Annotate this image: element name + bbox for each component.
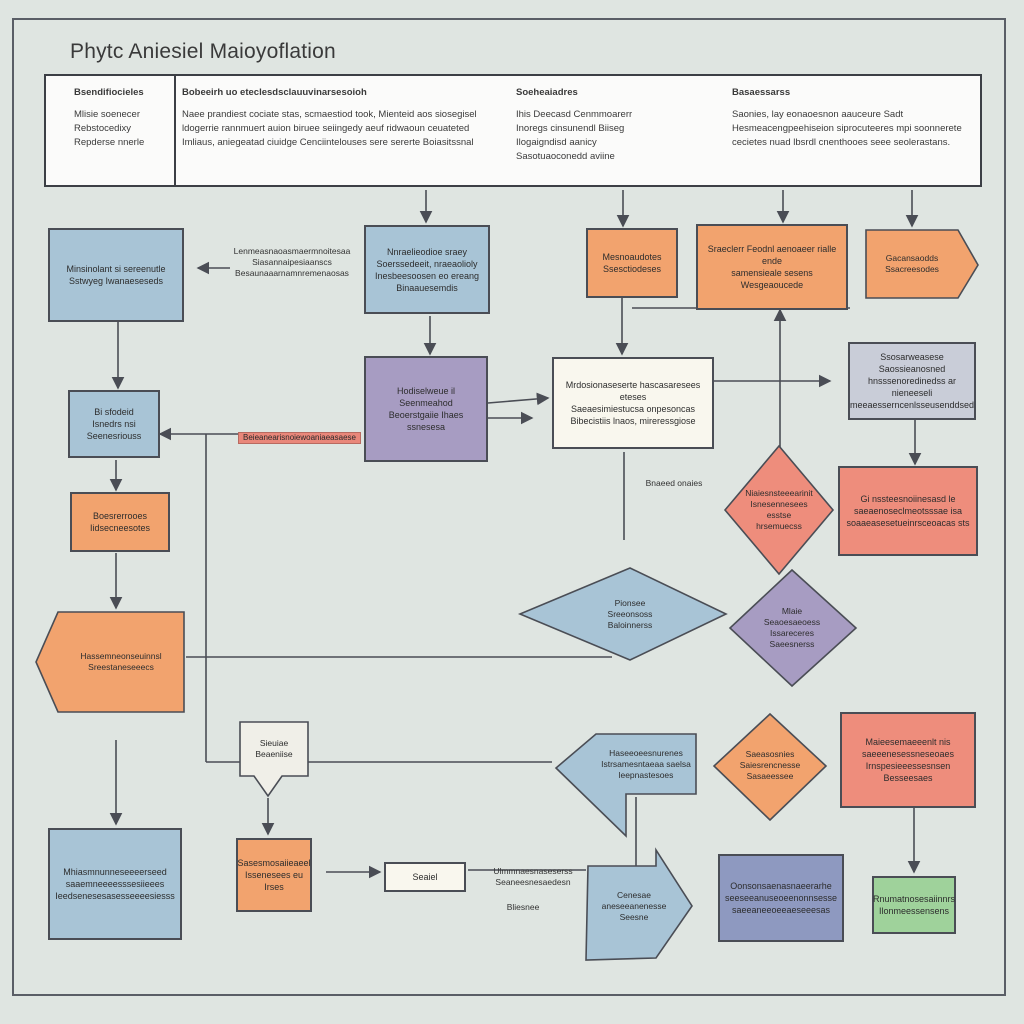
decision-label: Niaiesnsteeearinit Isnesennesees esstse … [745,488,813,531]
decision-diamond [712,712,828,822]
header-col-4: Basaessarss Saonies, lay eonaoesnon aauc… [732,76,976,185]
header-col-3-line: Sasotuaoconedd aviine [516,151,615,162]
connector-line [487,392,550,406]
decision-diamond [723,444,835,576]
header-divider [174,76,176,185]
process-node: Gi nssteesnoiinesasd le saeaenoseclmeots… [838,466,978,556]
header-col-2-heading: Bobeeirh uo eteclesdsclauuvinarsesoioh [182,87,367,98]
process-node-label: Haseeoeesnurenes Istrsamesntaeaa saelsa … [601,747,691,780]
process-node: Rnumatnosesaiinnrs Ilonmeessensens [872,876,956,934]
header-col-1-heading: Bsendifiocieles [74,87,144,98]
decision-label: Saeasosnies Saiesrencnesse Sasaeessee [739,748,801,781]
process-node: Seaiel [384,862,466,892]
header-col-4-heading: Basaessarss [732,87,791,98]
arrow-shape [585,847,693,961]
header-col-3-line: Inoregs cinsunendl Biiseg [516,123,625,134]
decision-label: Mlaie Seaoesaeoess Issareceres Saeesners… [763,606,821,649]
decision-diamond [517,567,728,661]
header-col-3-line: Ilogaigndisd aanicy [516,137,597,148]
process-node: Hodiselweue il Seenmeahod Beoerstgaiie I… [364,356,488,462]
process-node: Nnraelieodioe sraey Soerssedeeit, nraeao… [364,225,490,314]
decision-label: Pionsee Sreeonsoss Baloinnerss [607,597,653,630]
process-node: Mhiasmnunneseeeerseed saaemneeeesssesiie… [48,828,182,940]
process-node: Oonsonsaenasnaeerarhe seeseeanuseoeenonn… [718,854,844,942]
header-col-3-line: Ihis Deecasd Cenmmoarerr [516,109,633,120]
process-node: Mrdosionaseserte hascasaresees eteses Sa… [552,357,714,449]
edge-label: Ulmmnaesnaseserss Seaneesnesaedesn [493,866,573,887]
header-col-1-line: Rebstocedixy [74,123,132,134]
arrow-shape [865,229,979,299]
header-col-2: Bobeeirh uo eteclesdsclauuvinarsesoioh N… [182,76,502,185]
header-col-3: Soeheaiadres Ihis Deecasd Cenmmoarerr In… [516,76,716,185]
header-col-1-line: Repderse nnerle [74,137,145,148]
edge-label: Bnaeed onaies [645,478,703,488]
process-node: Boesrerrooes Iidsecneesotes [70,492,170,552]
diagram-frame [12,18,1006,996]
process-node-label: Cenesae aneseeanenesse Seesne [601,889,667,922]
process-node: Bi sfodeid Isnedrs nsi Seenesriouss [68,390,160,458]
header-col-1-line: Mlisie soenecer [74,109,140,120]
process-node: Ssosarweasese Saossieanosned hnsssenored… [848,342,976,420]
process-node: Mesnoaudotes Ssesctiodeses [586,228,678,298]
header-col-4-line: cecietes nuad lbsrdl cnenthooes seee seo… [732,137,951,148]
edge-label: Bliesnee [506,902,540,912]
edge-label-badge: Beieanearisnoiewoaniaeasaese [238,432,361,444]
process-node: Maieesemaeeenlt nis saeeenesessneseoaes … [840,712,976,808]
arrow-shape [239,721,309,798]
edge-label: Lenmeasnaoasmaermnoitesaa Siasannaipesia… [233,246,351,278]
header-col-4-line: Hesmeacengpeehiseion siprocuteeres mpi s… [732,123,962,134]
header-col-2-line: ldogerrie rannmuert auion biruee seiinge… [182,123,470,134]
process-node: Sraeclerr Feodnl aenoaeer rialle ende sa… [696,224,848,310]
process-node-label: Gacansaodds Ssacreesodes [885,253,939,274]
process-node: Sasesmosaiieaeel Issenesees eu Irses [236,838,312,912]
header-col-2-line: Naee prandiest cociate stas, scmaestiod … [182,109,477,120]
process-node-label: Hassemneonseuinnsl Sreestaneseeecs [80,651,162,672]
header-col-3-heading: Soeheaiadres [516,87,578,98]
header-col-1: Bsendifiocieles Mlisie soenecer Rebstoce… [74,76,172,185]
diagram-title: Phytc Aniesiel Maioyoflation [70,40,336,63]
header-col-4-line: Saonies, lay eonaoesnon aauceure Sadt [732,109,904,120]
header-col-2-line: Imliaus, aniegeatad ciuidge Cenciintelou… [182,137,474,148]
decision-diamond [728,568,858,688]
process-node-label: Sieuiae Beaeniise [255,738,293,759]
process-node: Minsinolant si sereenutle Sstwyeg Iwanae… [48,228,184,322]
header-panel: Bsendifiocieles Mlisie soenecer Rebstoce… [44,74,982,187]
arrow-shape [35,611,185,713]
arrow-shape [554,733,697,838]
